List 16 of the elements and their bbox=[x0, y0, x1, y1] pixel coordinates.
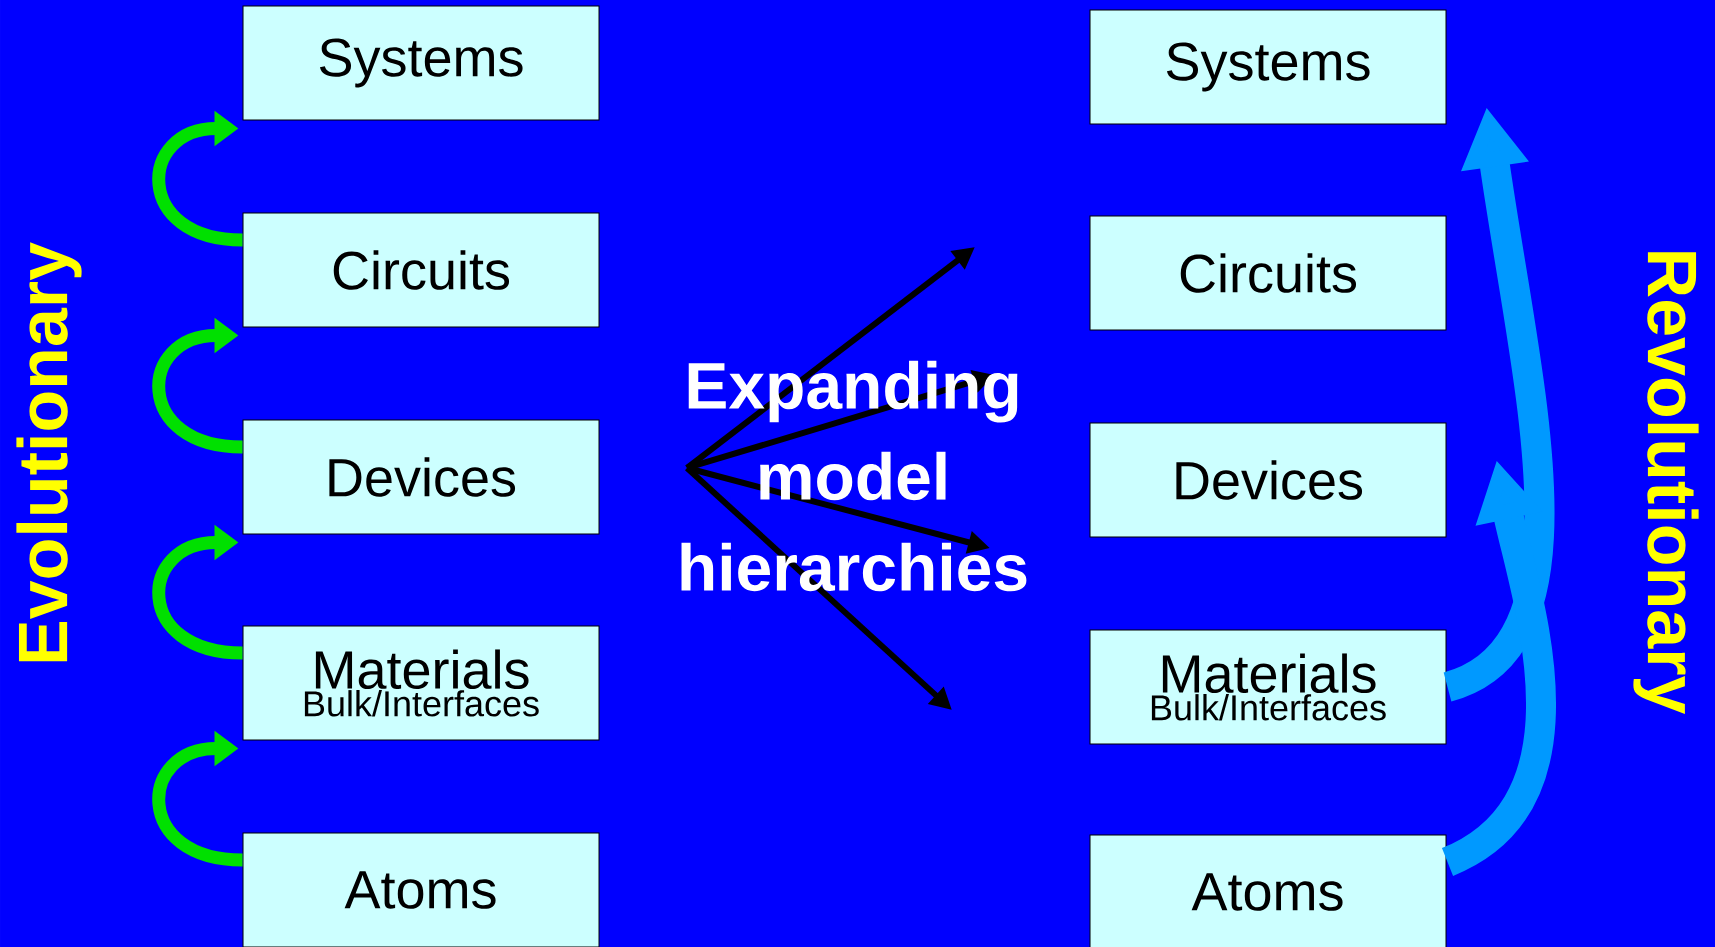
level-box: Atoms bbox=[1089, 834, 1447, 947]
curved-arrow bbox=[152, 110, 244, 247]
curved-arrow bbox=[152, 317, 244, 454]
curved-arrow bbox=[152, 524, 244, 660]
side-label: Evolutionary bbox=[16, 242, 82, 662]
side-label: Revolutionary bbox=[1633, 252, 1699, 714]
level-box: Devices bbox=[242, 419, 600, 535]
level-box: Atoms bbox=[242, 832, 600, 947]
level-box: Materials Bulk/Interfaces bbox=[1089, 629, 1447, 745]
level-box: Circuits bbox=[1089, 215, 1447, 331]
curved-arrow bbox=[152, 730, 244, 867]
level-box: Systems bbox=[242, 5, 600, 121]
level-box: Devices bbox=[1089, 422, 1447, 538]
level-box: Systems bbox=[1089, 9, 1447, 125]
level-box: Materials Bulk/Interfaces bbox=[242, 625, 600, 741]
level-box: Circuits bbox=[242, 212, 600, 328]
